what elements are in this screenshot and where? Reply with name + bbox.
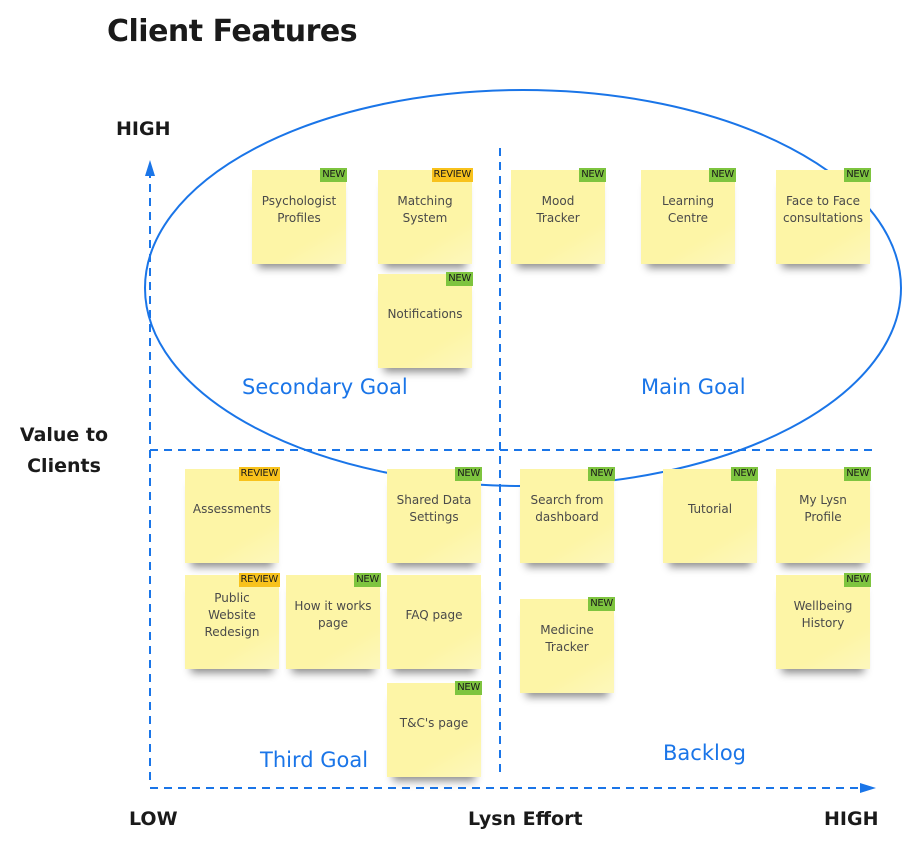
quadrant-label-third-goal: Third Goal	[260, 748, 369, 772]
sticky-text: Tutorial	[687, 501, 733, 516]
sticky-text: How it works page	[294, 599, 372, 630]
quadrant-label-secondary-goal: Secondary Goal	[242, 375, 408, 399]
status-tag: REVIEW	[238, 573, 280, 587]
sticky-text: Face to Face consultations	[782, 194, 864, 225]
board-title: Client Features	[107, 14, 358, 49]
status-tag: NEW	[731, 467, 758, 481]
x-axis-low-label: LOW	[129, 808, 178, 830]
sticky-note[interactable]: Wellbeing History NEW	[776, 573, 871, 669]
status-tag: NEW	[455, 467, 482, 481]
sticky-text: T&C's page	[399, 715, 469, 730]
sticky-text: Psychologist Profiles	[261, 194, 337, 225]
quadrant-label-backlog: Backlog	[663, 741, 746, 765]
sticky-note[interactable]: Tutorial NEW	[663, 467, 758, 563]
status-tag: NEW	[588, 467, 615, 481]
sticky-text: Assessments	[192, 501, 272, 516]
sticky-text: Search from dashboard	[530, 493, 604, 524]
goal-ellipse	[144, 89, 902, 487]
status-tag: NEW	[844, 168, 871, 182]
sticky-note[interactable]: Search from dashboard NEW	[520, 467, 615, 563]
sticky-note[interactable]: Mood Tracker NEW	[511, 168, 606, 264]
sticky-text: Shared Data Settings	[396, 493, 472, 524]
status-tag: NEW	[455, 681, 482, 695]
status-tag: NEW	[446, 272, 473, 286]
sticky-text: Medicine Tracker	[540, 623, 594, 654]
sticky-note[interactable]: Learning Centre NEW	[641, 168, 736, 264]
sticky-note[interactable]: My Lysn Profile NEW	[776, 467, 871, 563]
status-tag: NEW	[588, 597, 615, 611]
sticky-note[interactable]: Notifications NEW	[378, 272, 473, 368]
sticky-note[interactable]: FAQ page	[387, 575, 481, 669]
sticky-note[interactable]: Public Website Redesign REVIEW	[185, 573, 280, 669]
status-tag: NEW	[709, 168, 736, 182]
sticky-note[interactable]: Medicine Tracker NEW	[520, 597, 615, 693]
status-tag: NEW	[320, 168, 347, 182]
status-tag: NEW	[354, 573, 381, 587]
sticky-note[interactable]: How it works page NEW	[286, 573, 381, 669]
status-tag: REVIEW	[238, 467, 280, 481]
y-axis-high-label: HIGH	[116, 118, 171, 140]
sticky-note[interactable]: T&C's page NEW	[387, 681, 482, 777]
status-tag: REVIEW	[431, 168, 473, 182]
sticky-text: Mood Tracker	[536, 194, 580, 225]
quadrant-label-main-goal: Main Goal	[641, 375, 746, 399]
sticky-text: FAQ page	[405, 607, 463, 622]
x-axis-high-label: HIGH	[824, 808, 879, 830]
sticky-note[interactable]: Matching System REVIEW	[378, 168, 473, 264]
sticky-text: Notifications	[387, 306, 463, 321]
sticky-text: Wellbeing History	[793, 599, 853, 630]
sticky-note[interactable]: Assessments REVIEW	[185, 467, 280, 563]
x-axis-arrow-icon	[860, 783, 876, 793]
sticky-text: My Lysn Profile	[799, 493, 847, 524]
status-tag: NEW	[579, 168, 606, 182]
sticky-note[interactable]: Psychologist Profiles NEW	[252, 168, 347, 264]
y-axis-title: Value to Clients	[19, 424, 109, 477]
sticky-text: Learning Centre	[661, 194, 715, 225]
y-axis-arrow-icon	[145, 160, 155, 176]
status-tag: NEW	[844, 573, 871, 587]
sticky-note[interactable]: Face to Face consultations NEW	[776, 168, 871, 264]
sticky-note[interactable]: Shared Data Settings NEW	[387, 467, 482, 563]
status-tag: NEW	[844, 467, 871, 481]
sticky-text: Matching System	[397, 194, 453, 225]
sticky-text: Public Website Redesign	[204, 590, 260, 639]
x-axis-title: Lysn Effort	[468, 808, 583, 830]
